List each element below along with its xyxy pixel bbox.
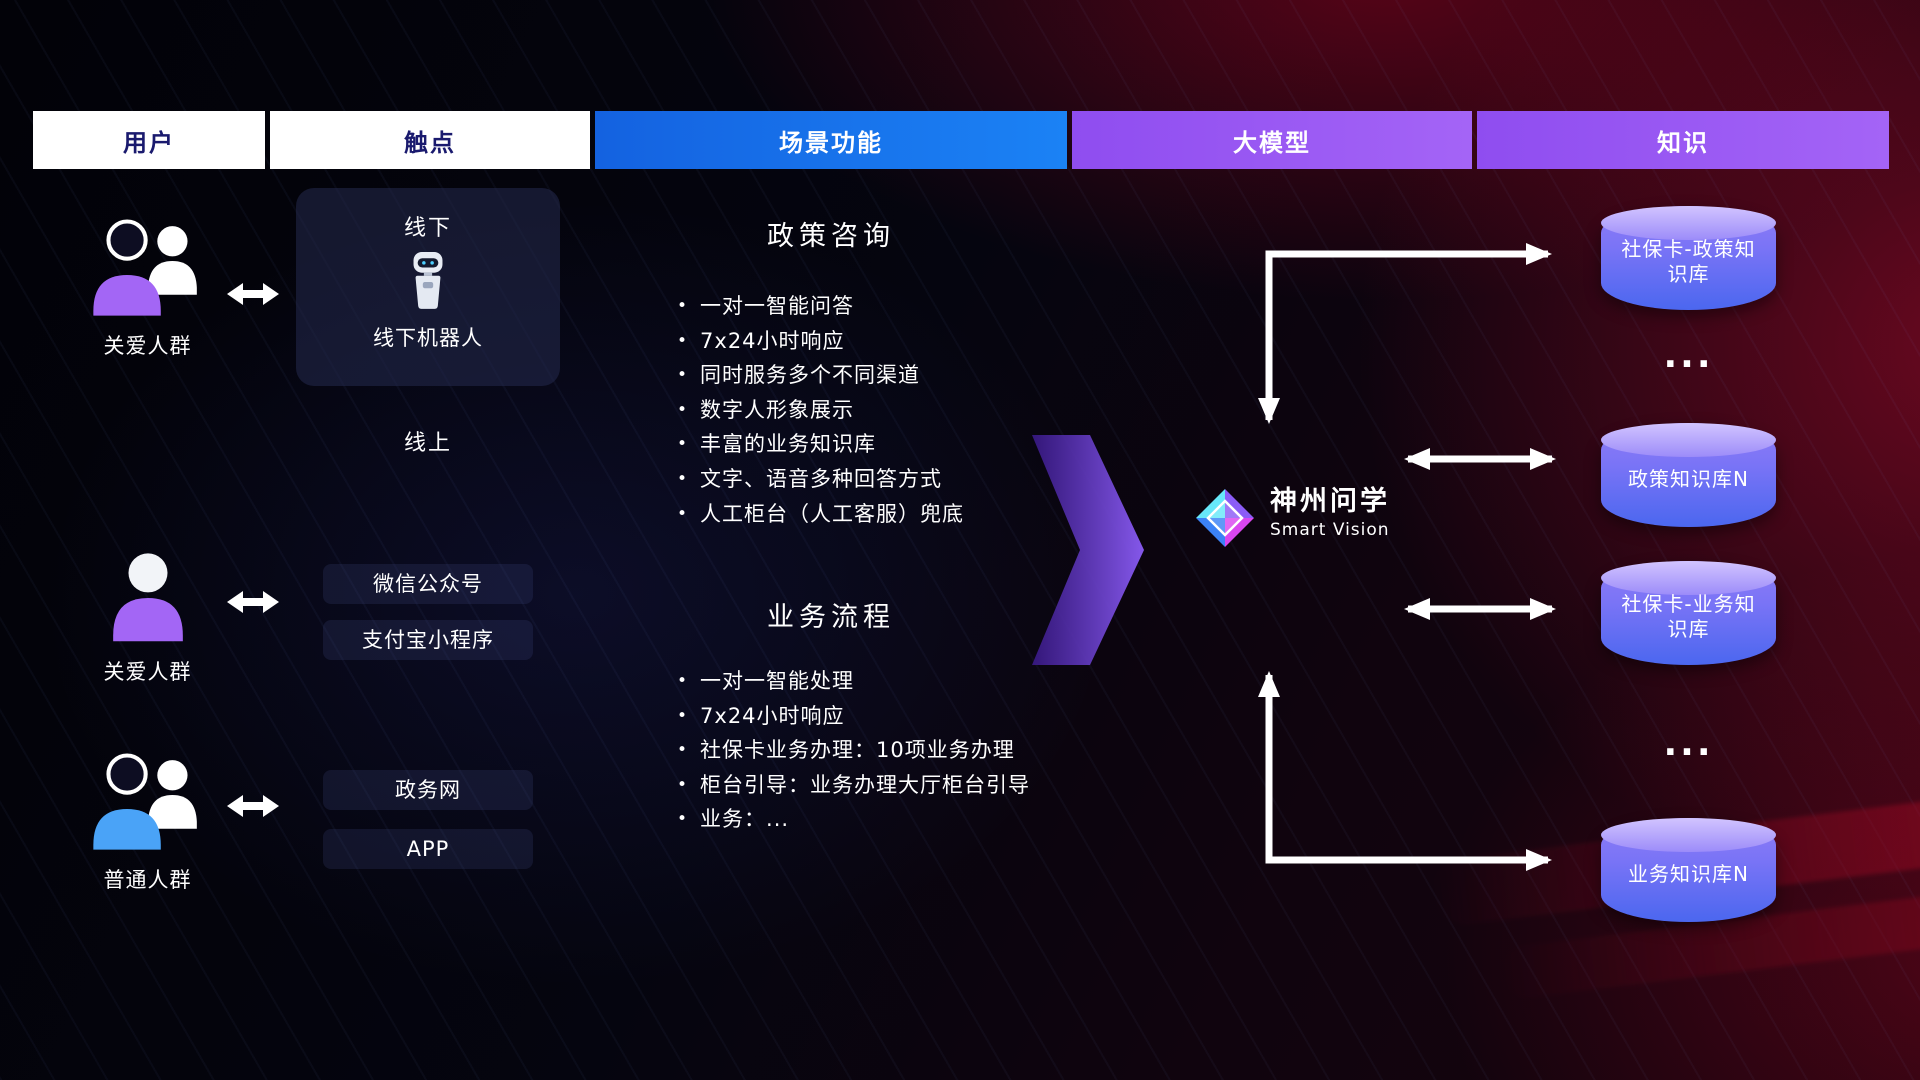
diamond-logo-icon — [1196, 489, 1254, 547]
single-person-purple-icon — [112, 553, 183, 642]
feature-item: 7x24小时响应 — [677, 325, 964, 360]
knowledge-db-label: 社保卡-业务知识库 — [1621, 592, 1756, 641]
feature-item: 丰富的业务知识库 — [677, 428, 964, 463]
offline-touchpoint-card: 线下 线下机器人 — [296, 188, 560, 386]
header-scenario: 场景功能 — [595, 111, 1067, 169]
feature-item: 人工柜台（人工客服）兜底 — [677, 498, 964, 533]
feature-item: 7x24小时响应 — [677, 700, 1030, 735]
knowledge-db-label: 社保卡-政策知识库 — [1621, 237, 1756, 286]
section-title-business-process: 业务流程 — [767, 602, 895, 633]
knowledge-db-sheka-business: 社保卡-业务知识库 — [1601, 561, 1776, 665]
feature-item: 社保卡业务办理：10项业务办理 — [677, 734, 1030, 769]
knowledge-db-policy-n: 政策知识库N — [1601, 423, 1776, 527]
model-subtitle: Smart Vision — [1270, 520, 1390, 540]
offline-title: 线下 — [403, 216, 452, 241]
knowledge-db-label: 政策知识库N — [1628, 466, 1749, 491]
feature-item: 一对一智能处理 — [677, 665, 1030, 700]
header-touchpoints: 触点 — [270, 111, 590, 169]
channel-alipay: 支付宝小程序 — [323, 620, 533, 660]
channel-gov-web: 政务网 — [323, 770, 533, 810]
knowledge-db-business-n: 业务知识库N — [1601, 818, 1776, 922]
knowledge-db-sheka-policy: 社保卡-政策知识库 — [1601, 206, 1776, 310]
offline-robot-label: 线下机器人 — [373, 326, 483, 350]
user-group-label: 普通人群 — [103, 868, 192, 892]
online-title: 线上 — [403, 431, 452, 456]
business-feature-list: 一对一智能处理 7x24小时响应 社保卡业务办理：10项业务办理 柜台引导：业务… — [677, 665, 1030, 838]
feature-item: 柜台引导：业务办理大厅柜台引导 — [677, 769, 1030, 804]
user-group-general: 普通人群 — [55, 752, 240, 894]
ellipsis-separator: ... — [1663, 723, 1714, 764]
header-users: 用户 — [33, 111, 265, 169]
robot-icon — [413, 252, 443, 309]
user-group-label: 关爱人群 — [103, 660, 192, 684]
feature-item: 文字、语音多种回答方式 — [677, 463, 964, 498]
group-people-blue-icon — [92, 753, 197, 850]
flow-arrow-right-icon — [1032, 435, 1144, 665]
feature-item: 业务：... — [677, 803, 1030, 838]
policy-feature-list: 一对一智能问答 7x24小时响应 同时服务多个不同渠道 数字人形象展示 丰富的业… — [677, 290, 964, 532]
header-large-model: 大模型 — [1072, 111, 1472, 169]
knowledge-db-label: 业务知识库N — [1628, 861, 1749, 886]
channel-app: APP — [323, 829, 533, 869]
section-title-policy-consulting: 政策咨询 — [767, 221, 895, 252]
header-knowledge: 知识 — [1477, 111, 1889, 169]
model-name: 神州问学 — [1270, 486, 1390, 517]
arrow-model-to-db4 — [1258, 671, 1552, 871]
channel-wechat: 微信公众号 — [323, 564, 533, 604]
large-model-logo: 神州问学 Smart Vision — [1194, 487, 1390, 549]
feature-item: 同时服务多个不同渠道 — [677, 359, 964, 394]
group-people-purple-icon — [92, 219, 197, 316]
user-group-label: 关爱人群 — [103, 334, 192, 358]
user-group-care-2: 关爱人群 — [55, 552, 240, 686]
feature-item: 一对一智能问答 — [677, 290, 964, 325]
arrow-model-to-db1 — [1258, 243, 1552, 424]
ellipsis-separator: ... — [1663, 335, 1714, 376]
feature-item: 数字人形象展示 — [677, 394, 964, 429]
user-group-care-1: 关爱人群 — [55, 218, 240, 360]
